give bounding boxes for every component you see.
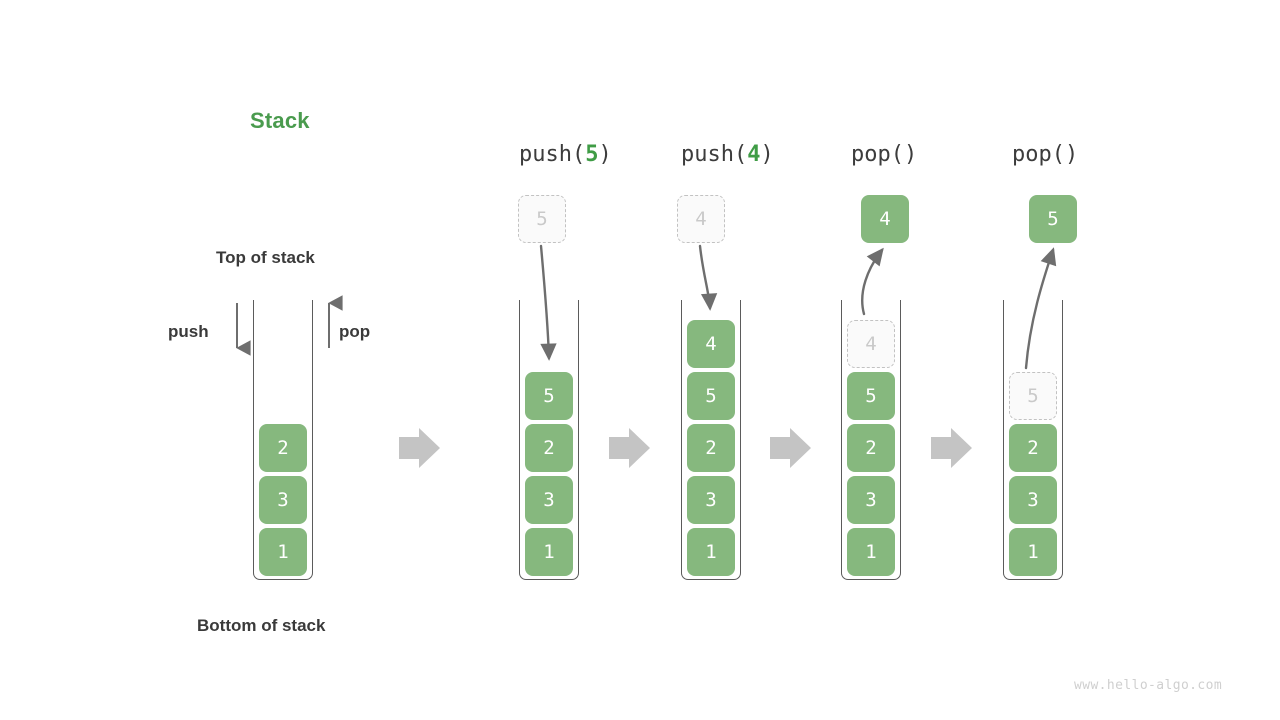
operation-header-push-4: push(4) (681, 142, 774, 167)
op-prefix: push( (519, 142, 586, 167)
push-label: push (168, 322, 209, 341)
stack-container (253, 300, 313, 580)
transition-arrow-2 (609, 428, 650, 468)
stack-cell: 3 (847, 476, 895, 524)
external-popped-cell: 5 (1029, 195, 1077, 243)
operation-header-pop-1: pop() (851, 142, 917, 167)
external-popped-cell: 4 (861, 195, 909, 243)
external-ghost-cell: 5 (518, 195, 566, 243)
pop-label: pop (339, 322, 371, 341)
flow-arrow-push-5 (539, 244, 557, 361)
flow-arrow-push-4 (698, 244, 718, 311)
stack-cell: 1 (1009, 528, 1057, 576)
stack-cell: 5 (847, 372, 895, 420)
transition-arrow-1 (399, 428, 440, 468)
page-title: Stack (250, 108, 310, 133)
stack-container (681, 300, 741, 580)
stack-cell: 1 (847, 528, 895, 576)
top-of-stack-label: Top of stack (216, 248, 315, 267)
stack-container (841, 300, 901, 580)
stack-cell: 2 (259, 424, 307, 472)
flow-arrow-pop-5 (1024, 247, 1057, 370)
external-ghost-cell: 4 (677, 195, 725, 243)
stack-cell: 3 (525, 476, 573, 524)
op-prefix: push( (681, 142, 748, 167)
op-suffix: ) (598, 142, 612, 167)
flow-arrow-pop-4 (861, 247, 884, 316)
transition-arrow-3 (770, 428, 811, 468)
bottom-of-stack-label: Bottom of stack (197, 616, 326, 635)
op-prefix: pop( (1012, 142, 1065, 167)
op-argument: 4 (747, 142, 761, 167)
stack-cell: 1 (525, 528, 573, 576)
op-suffix: ) (760, 142, 774, 167)
op-suffix: ) (903, 142, 918, 167)
stack-cell: 2 (1009, 424, 1057, 472)
stack-cell: 3 (687, 476, 735, 524)
stack-cell: 2 (847, 424, 895, 472)
stack-cell-removed: 4 (847, 320, 895, 368)
stack-cell: 4 (687, 320, 735, 368)
stack-container (1003, 300, 1063, 580)
stack-cell: 2 (687, 424, 735, 472)
stack-cell: 1 (687, 528, 735, 576)
op-argument: 5 (585, 142, 599, 167)
transition-arrow-4 (931, 428, 972, 468)
stack-cell: 3 (259, 476, 307, 524)
stack-container (519, 300, 579, 580)
stack-cell: 3 (1009, 476, 1057, 524)
operation-header-pop-2: pop() (1012, 142, 1078, 167)
stack-cell: 5 (525, 372, 573, 420)
watermark: www.hello-algo.com (1074, 678, 1223, 693)
op-suffix: ) (1064, 142, 1079, 167)
stack-cell: 5 (687, 372, 735, 420)
stack-cell-removed: 5 (1009, 372, 1057, 420)
operation-header-push-5: push(5) (519, 142, 612, 167)
op-prefix: pop( (851, 142, 904, 167)
stack-cell: 1 (259, 528, 307, 576)
stack-cell: 2 (525, 424, 573, 472)
